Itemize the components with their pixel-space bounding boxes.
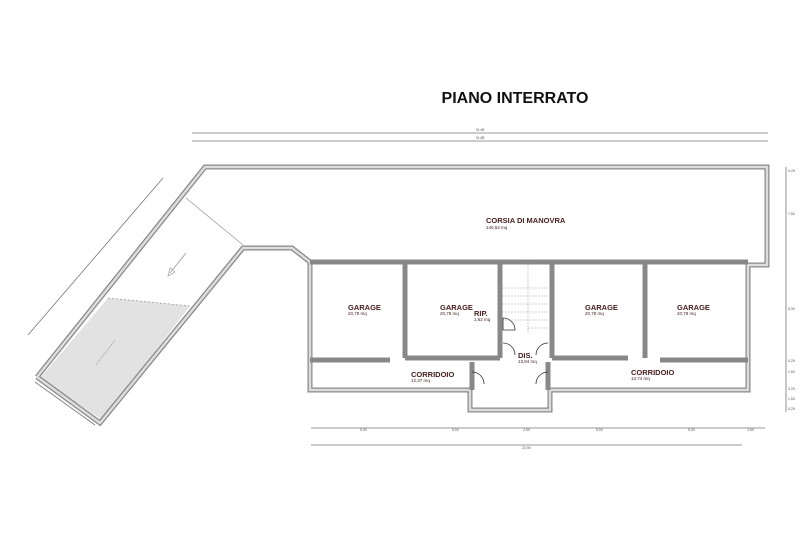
dim-top-outer: 31,98 xyxy=(476,128,485,132)
dim-right: 7,50 xyxy=(788,212,795,216)
plan-title: PIANO INTERRATO xyxy=(441,90,589,107)
dis-area: 13,94 mq xyxy=(518,359,537,364)
garage-3-area: 20,78 mq xyxy=(585,311,604,316)
corridoio-1-label: CORRIDOIO xyxy=(411,370,455,379)
corridoio-2-label: CORRIDOIO xyxy=(631,368,675,377)
dim-bottom: 5,00 xyxy=(452,428,459,432)
garage-2-label: GARAGE xyxy=(440,303,473,312)
bottom-dimensions: 5,90 5,00 2,50 5,00 5,00 1,50 23,90 xyxy=(311,427,765,450)
dim-bottom: 5,00 xyxy=(688,428,695,432)
dim-bottom-total: 23,90 xyxy=(522,446,531,450)
top-dimensions: 31,98 31,88 xyxy=(192,128,768,142)
dim-bottom: 1,50 xyxy=(747,428,754,432)
garage-3-label: GARAGE xyxy=(585,303,618,312)
garage-1-label: GARAGE xyxy=(348,303,381,312)
corridoio-1-area: 12,37 mq xyxy=(411,378,430,383)
dim-right: 1,50 xyxy=(788,397,795,401)
dim-bottom: 5,00 xyxy=(596,428,603,432)
garage-2-area: 20,78 mq xyxy=(440,311,459,316)
garage-4-label: GARAGE xyxy=(677,303,710,312)
dim-bottom: 5,90 xyxy=(360,428,367,432)
dim-right: 5,30 xyxy=(788,307,795,311)
stairs xyxy=(502,262,548,334)
garage-1-area: 20,78 mq xyxy=(348,311,367,316)
rip-area: 1,62 mq xyxy=(474,317,491,322)
rip-label: RIP. xyxy=(474,309,488,318)
garage-4-area: 20,78 mq xyxy=(677,311,696,316)
corsia-area: 140,53 mq xyxy=(486,225,508,230)
dim-top-inner: 31,88 xyxy=(476,136,485,140)
doors xyxy=(471,317,549,385)
right-dimensions: 0,25 7,50 5,30 0,25 1,50 0,25 1,50 0,25 xyxy=(785,167,795,412)
dim-right: 0,25 xyxy=(788,359,795,363)
corsia-label: CORSIA DI MANOVRA xyxy=(486,216,566,225)
corridoio-2-area: 13,74 mq xyxy=(631,376,650,381)
dim-bottom: 2,50 xyxy=(523,428,530,432)
ramp xyxy=(27,177,244,426)
dim-right: 0,25 xyxy=(788,169,795,173)
interior-walls xyxy=(310,259,748,390)
dis-label: DIS. xyxy=(518,351,533,360)
dim-right: 0,25 xyxy=(788,407,795,411)
dim-right: 0,25 xyxy=(788,387,795,391)
dim-right: 1,50 xyxy=(788,370,795,374)
